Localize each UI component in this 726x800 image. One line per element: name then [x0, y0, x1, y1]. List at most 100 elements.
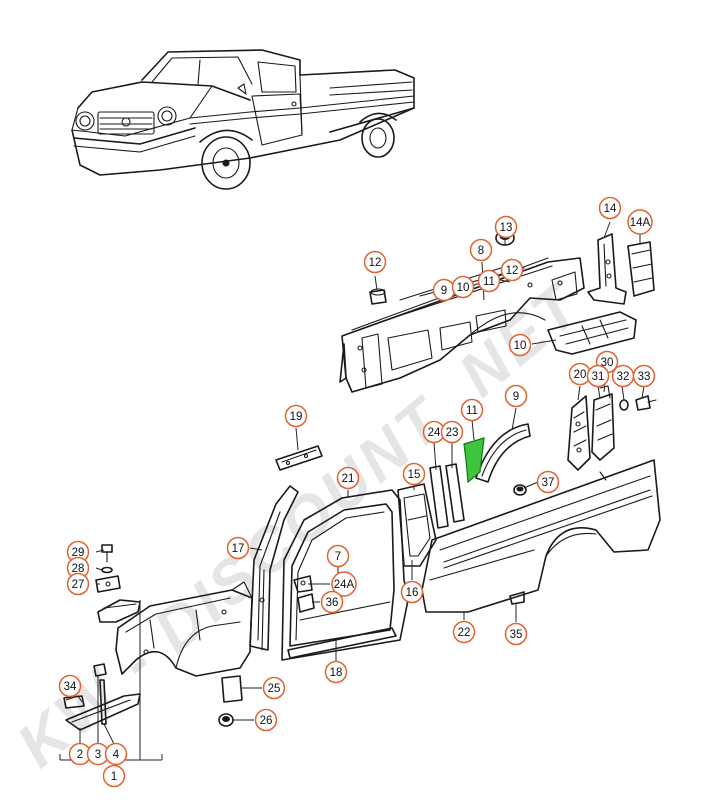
- callout-11: 11: [477, 269, 501, 293]
- callout-number: 12: [369, 257, 382, 269]
- callout-26: 26: [254, 708, 278, 732]
- callout-15: 15: [402, 462, 426, 486]
- callout-ring: [504, 622, 528, 646]
- callout-9: 9: [432, 278, 456, 302]
- callout-number: 1: [111, 771, 117, 783]
- callout-37: 37: [536, 470, 560, 494]
- callout-25: 25: [262, 676, 286, 700]
- callout-14a: 14A: [627, 209, 653, 235]
- callout-1: 1: [102, 764, 126, 788]
- callout-ring: [598, 196, 622, 220]
- callout-number: 34: [64, 681, 77, 693]
- callout-24: 24: [422, 420, 446, 444]
- callout-ring: [460, 398, 484, 422]
- part-29-bolt: [101, 544, 113, 563]
- part-12-plug: [369, 288, 387, 305]
- callout-number: 12: [506, 265, 519, 277]
- watermark-text: KW - DISCOUNT .NET: [5, 269, 596, 781]
- callout-19: 19: [284, 404, 308, 428]
- callout-ring: [494, 215, 518, 239]
- callout-number: 15: [408, 469, 421, 481]
- callout-14: 14: [598, 196, 622, 220]
- callout-number: 8: [478, 245, 484, 257]
- callout-number: 20: [574, 369, 587, 381]
- callout-number: 27: [72, 579, 85, 591]
- callout-21: 21: [336, 466, 360, 490]
- callout-16: 16: [400, 580, 424, 604]
- callout-ring: [400, 580, 424, 604]
- callout-number: 11: [483, 276, 495, 288]
- part-10-floor-section: [547, 311, 637, 355]
- callout-number: 18: [330, 667, 343, 679]
- callout-number: 29: [72, 547, 85, 559]
- part-22-quarter-panel: [421, 459, 661, 613]
- callout-ring: [500, 258, 524, 282]
- callout-33: 33: [632, 364, 656, 388]
- callout-10: 10: [451, 275, 475, 299]
- callout-ring: [452, 620, 476, 644]
- callout-10: 10: [508, 333, 532, 357]
- callout-ring: [331, 571, 357, 597]
- callout-31: 31: [586, 364, 610, 388]
- part-9-wheel-arch: [475, 423, 531, 483]
- callout-8: 8: [469, 238, 493, 262]
- callout-ring: [326, 544, 350, 568]
- callout-2: 2: [68, 742, 92, 766]
- callout-number: 28: [72, 563, 85, 575]
- part-23-strip: [445, 463, 465, 523]
- callout-number: 11: [466, 405, 478, 417]
- callout-ring: [66, 572, 90, 596]
- callout-ring: [226, 536, 250, 560]
- callout-number: 33: [638, 371, 651, 383]
- callout-4: 4: [104, 742, 128, 766]
- callout-ring: [320, 590, 344, 614]
- callout-number: 26: [260, 715, 273, 727]
- part-28-washer: [101, 566, 113, 574]
- callout-number: 36: [326, 597, 339, 609]
- callout-number: 25: [268, 683, 281, 695]
- callout-27: 27: [66, 572, 90, 596]
- callout-ring: [284, 404, 308, 428]
- callout-ring: [440, 420, 464, 444]
- part-35-clip: [509, 591, 525, 605]
- part-11-highlighted-panel: [463, 437, 485, 484]
- callout-29: 29: [66, 540, 90, 564]
- callout-number: 32: [617, 371, 630, 383]
- callout-ring: [402, 462, 426, 486]
- callout-ring: [477, 269, 501, 293]
- part-37-grommet: [513, 484, 527, 496]
- part-4-bracket: [99, 679, 107, 725]
- pickup-truck-illustration: [71, 49, 415, 190]
- callout-number: 24A: [334, 579, 355, 591]
- part-24-strip: [429, 465, 449, 529]
- callout-ring: [627, 209, 653, 235]
- callout-ring: [336, 466, 360, 490]
- callout-9: 9: [504, 384, 528, 408]
- callout-number: 35: [510, 629, 523, 641]
- callout-ring: [632, 364, 656, 388]
- callout-number: 3: [95, 749, 101, 761]
- callout-ring: [104, 742, 128, 766]
- callout-ring: [508, 333, 532, 357]
- callout-24a: 24A: [331, 571, 357, 597]
- callout-32: 32: [611, 364, 635, 388]
- callout-number: 14: [604, 203, 617, 215]
- callout-number: 22: [458, 627, 471, 639]
- part-7-door-edge: [299, 601, 391, 621]
- callout-35: 35: [504, 622, 528, 646]
- callout-12: 12: [363, 250, 387, 274]
- callout-ring: [451, 275, 475, 299]
- callout-ring: [586, 364, 610, 388]
- part-14A-bracket: [627, 241, 655, 297]
- part-17-a-pillar: [249, 485, 299, 651]
- callout-number: 23: [446, 427, 459, 439]
- callout-34: 34: [58, 674, 82, 698]
- callout-ring: [254, 708, 278, 732]
- callout-3: 3: [86, 742, 110, 766]
- part-20-bracket: [567, 395, 591, 471]
- callout-number: 31: [592, 371, 605, 383]
- callout-7: 7: [326, 544, 350, 568]
- callout-ring: [102, 764, 126, 788]
- callout-number: 37: [542, 477, 555, 489]
- callout-22: 22: [452, 620, 476, 644]
